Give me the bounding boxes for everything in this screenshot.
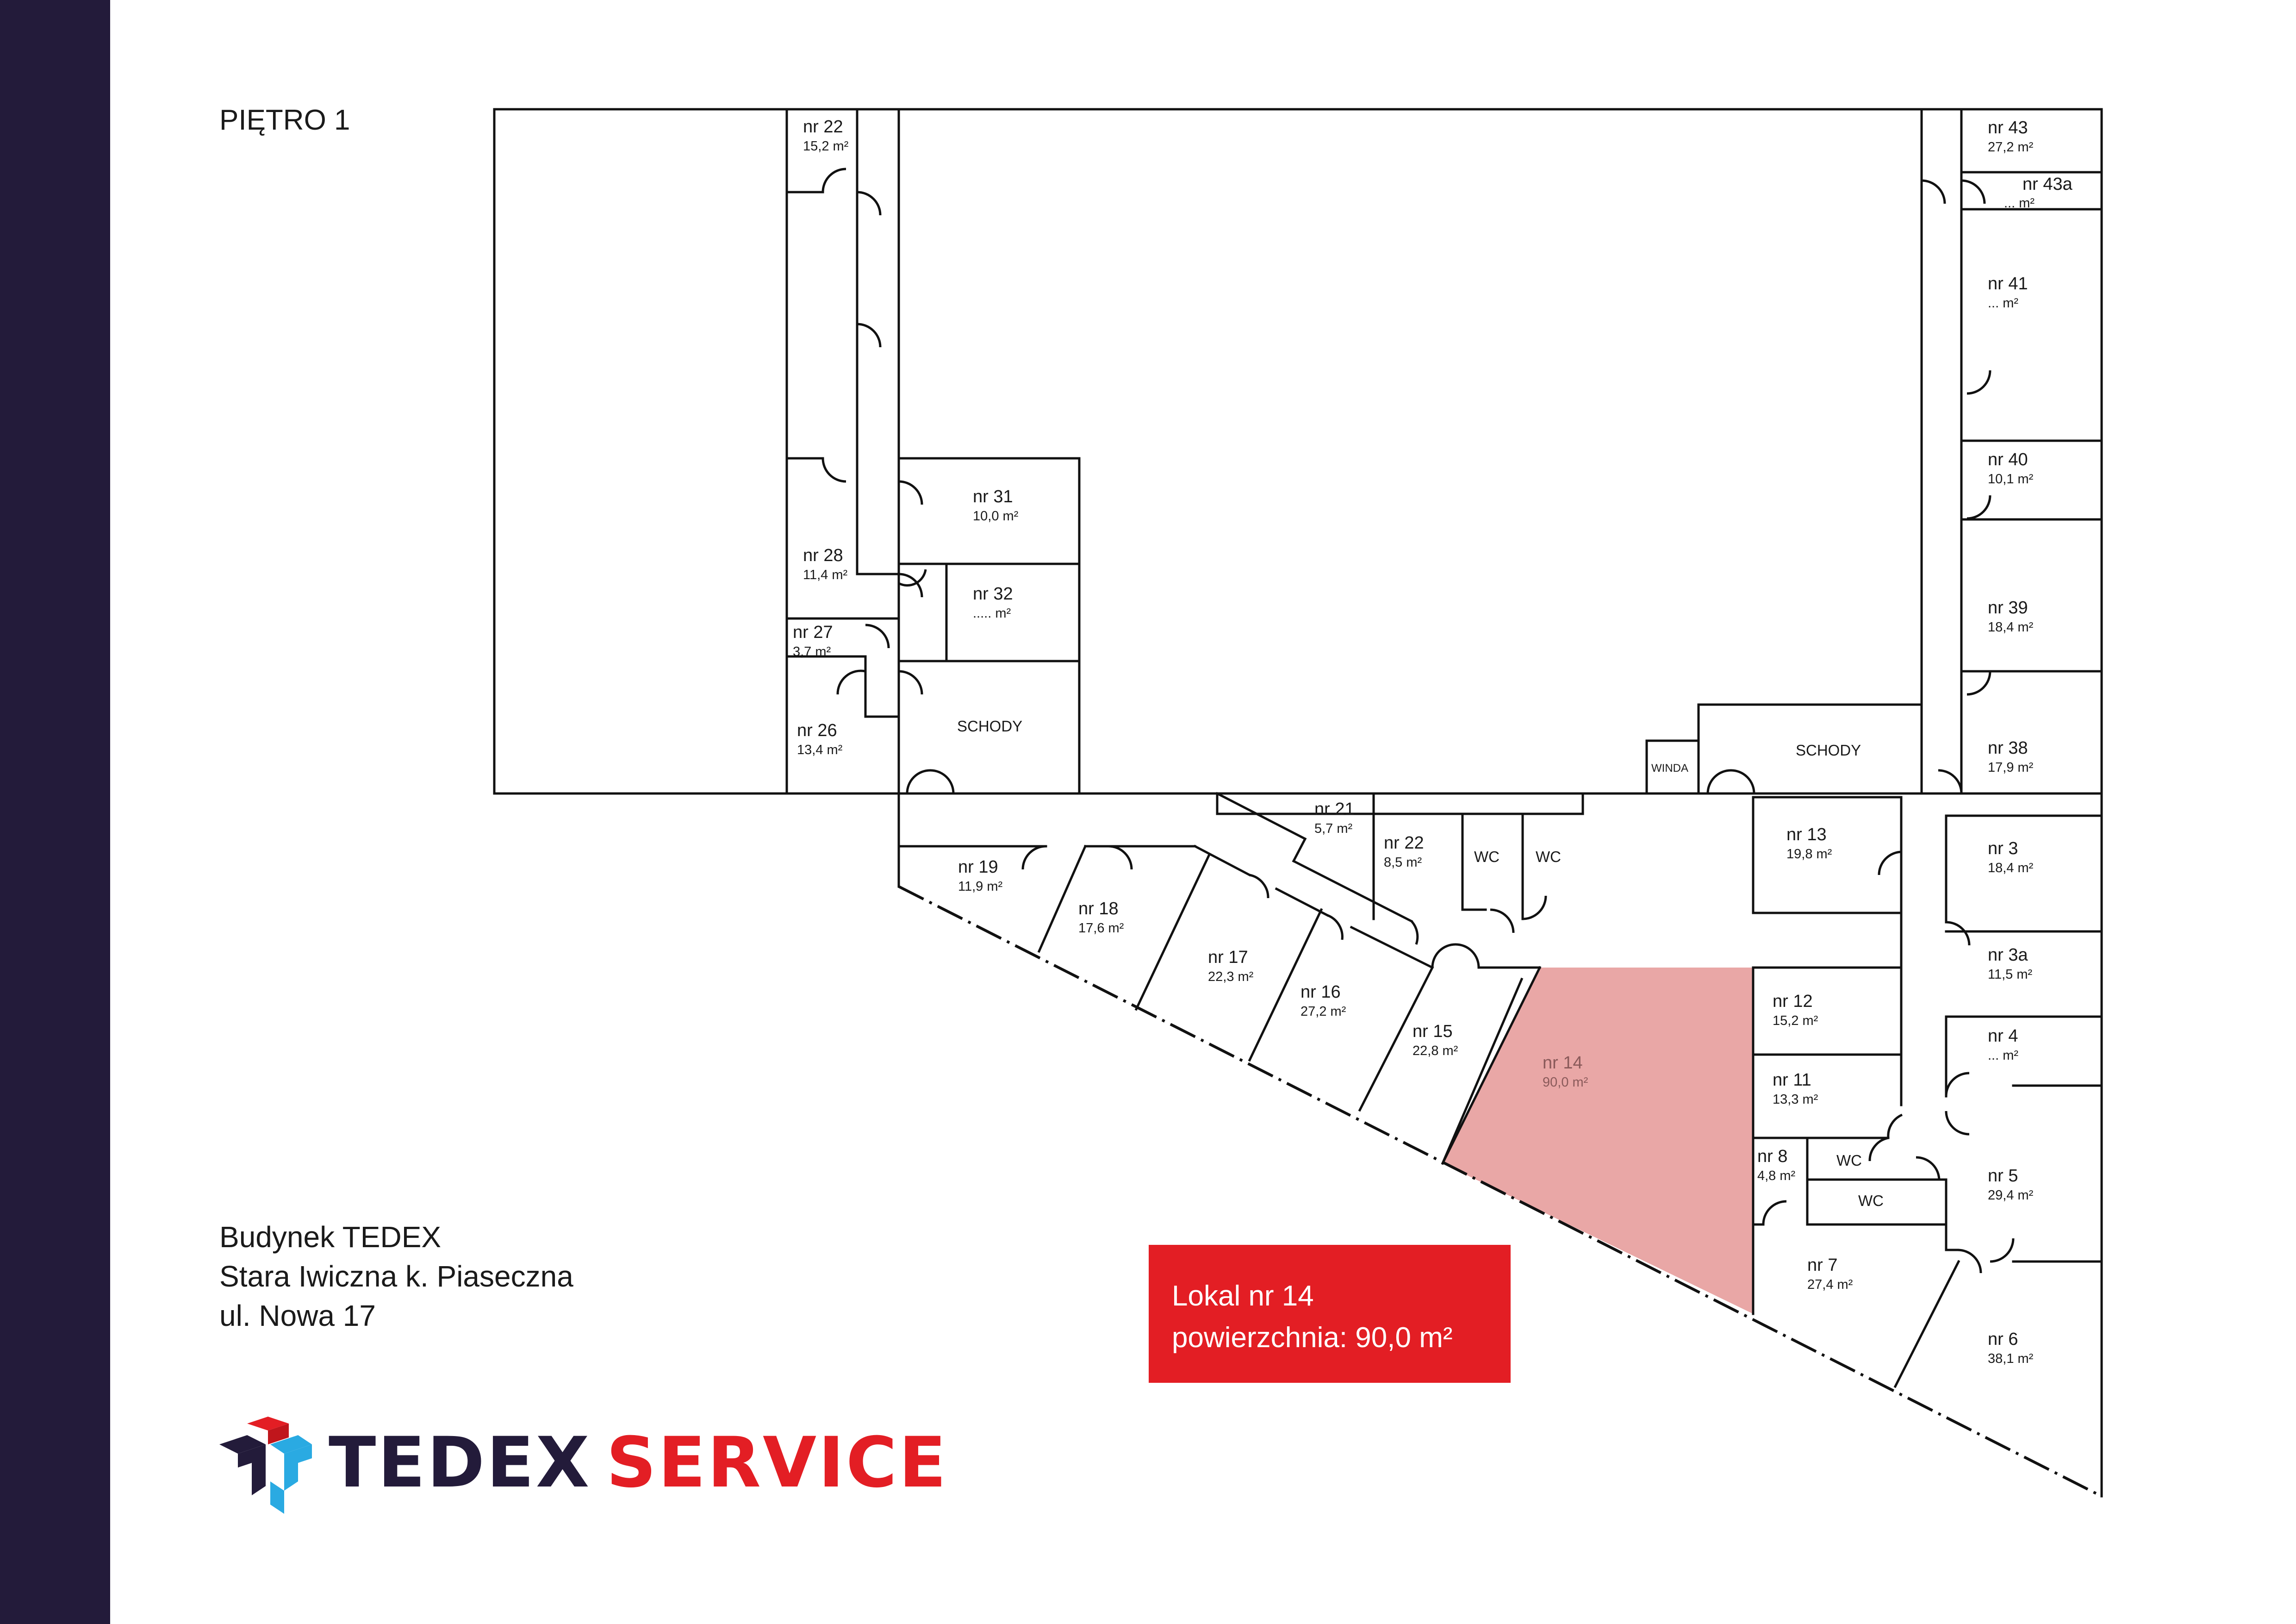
room-area-3: 18,4 m² <box>1988 861 2034 875</box>
room-area-43: 27,2 m² <box>1988 140 2034 155</box>
room-nr-17: nr 17 <box>1208 948 1248 967</box>
room-nr-12: nr 12 <box>1773 992 1813 1011</box>
room-nr-3: nr 3 <box>1988 839 2018 858</box>
room-area-8: 4,8 m² <box>1757 1168 1796 1183</box>
room-labels: nr 22 15,2 m² nr 31 10,0 m² nr 28 11,4 m… <box>793 117 2073 1366</box>
address-line-3: ul. Nowa 17 <box>219 1299 376 1332</box>
room-area-19: 11,9 m² <box>958 879 1003 894</box>
room-nr-22b: nr 22 <box>1384 833 1424 853</box>
room-nr-31: nr 31 <box>973 487 1013 506</box>
selected-unit-area: powierzchnia: 90,0 m² <box>1172 1322 1453 1354</box>
room-nr-18: nr 18 <box>1078 899 1119 918</box>
room-nr-28: nr 28 <box>803 546 843 565</box>
room-nr-32: nr 32 <box>973 584 1013 604</box>
selected-unit-info-box: Lokal nr 14 powierzchnia: 90,0 m² <box>1149 1245 1511 1383</box>
stairs-west-label: SCHODY <box>957 718 1022 735</box>
room-nr-26: nr 26 <box>797 721 837 740</box>
room-nr-8: nr 8 <box>1757 1147 1787 1166</box>
room-nr-15: nr 15 <box>1412 1022 1453 1041</box>
wc-label-2: WC <box>1536 848 1561 865</box>
room-area-3a: 11,5 m² <box>1988 967 2033 982</box>
room-area-11: 13,3 m² <box>1773 1092 1818 1107</box>
room-area-5: 29,4 m² <box>1988 1188 2034 1203</box>
room-area-16: 27,2 m² <box>1300 1004 1346 1019</box>
selected-unit-nr-14[interactable] <box>1443 968 1753 1314</box>
room-area-31: 10,0 m² <box>973 509 1019 524</box>
room-nr-43: nr 43 <box>1988 118 2028 137</box>
room-nr-38: nr 38 <box>1988 738 2028 758</box>
elevator-label: WINDA <box>1651 762 1688 775</box>
room-nr-40: nr 40 <box>1988 450 2028 469</box>
room-area-43a: ... m² <box>2004 196 2035 211</box>
sidebar-band <box>0 0 110 1624</box>
tedex-logo-icon <box>219 1417 312 1514</box>
room-area-28: 11,4 m² <box>803 568 848 582</box>
room-area-38: 17,9 m² <box>1988 760 2034 775</box>
room-area-14: 90,0 m² <box>1543 1075 1588 1090</box>
room-nr-16: nr 16 <box>1300 982 1341 1002</box>
selected-unit-title: Lokal nr 14 <box>1172 1280 1314 1312</box>
room-nr-4: nr 4 <box>1988 1026 2018 1046</box>
stairs-east-label: SCHODY <box>1796 742 1861 759</box>
wc-label-1: WC <box>1474 848 1500 865</box>
room-nr-41: nr 41 <box>1988 274 2028 294</box>
room-area-4: ... m² <box>1988 1048 2018 1063</box>
room-nr-21: nr 21 <box>1314 800 1355 819</box>
room-nr-13: nr 13 <box>1786 825 1827 844</box>
wc-label-4: WC <box>1858 1192 1884 1209</box>
room-area-26: 13,4 m² <box>797 743 843 757</box>
wc-label-3: WC <box>1836 1152 1862 1169</box>
room-nr-5: nr 5 <box>1988 1166 2018 1186</box>
room-nr-27: nr 27 <box>793 623 833 642</box>
room-area-40: 10,1 m² <box>1988 472 2034 487</box>
room-area-7: 27,4 m² <box>1807 1277 1853 1292</box>
room-area-27: 3,7 m² <box>793 644 831 659</box>
address-line-1: Budynek TEDEX <box>219 1220 442 1254</box>
room-nr-7: nr 7 <box>1807 1255 1837 1275</box>
room-nr-43a: nr 43a <box>2022 175 2073 194</box>
room-area-41: ... m² <box>1988 296 2018 311</box>
room-area-6: 38,1 m² <box>1988 1351 2034 1366</box>
room-nr-6: nr 6 <box>1988 1330 2018 1349</box>
brand-word-service: SERVICE <box>606 1423 948 1503</box>
floor-label: PIĘTRO 1 <box>219 104 350 136</box>
room-area-18: 17,6 m² <box>1078 921 1124 936</box>
room-nr-11: nr 11 <box>1773 1070 1811 1090</box>
room-nr-19: nr 19 <box>958 857 998 877</box>
room-nr-14: nr 14 <box>1543 1053 1583 1073</box>
room-nr-22: nr 22 <box>803 117 843 137</box>
room-nr-39: nr 39 <box>1988 598 2028 618</box>
room-area-32: ..... m² <box>973 606 1011 621</box>
room-area-17: 22,3 m² <box>1208 969 1254 984</box>
room-area-39: 18,4 m² <box>1988 620 2034 635</box>
room-area-13: 19,8 m² <box>1786 847 1832 862</box>
room-nr-3a: nr 3a <box>1988 945 2028 965</box>
room-area-22b: 8,5 m² <box>1384 855 1422 870</box>
room-area-21: 5,7 m² <box>1314 821 1353 836</box>
room-area-22: 15,2 m² <box>803 139 849 154</box>
room-area-15: 22,8 m² <box>1412 1043 1458 1058</box>
brand-word-tedex: TEDEX <box>329 1423 591 1503</box>
room-area-12: 15,2 m² <box>1773 1013 1818 1028</box>
address-line-2: Stara Iwiczna k. Piaseczna <box>219 1260 573 1293</box>
